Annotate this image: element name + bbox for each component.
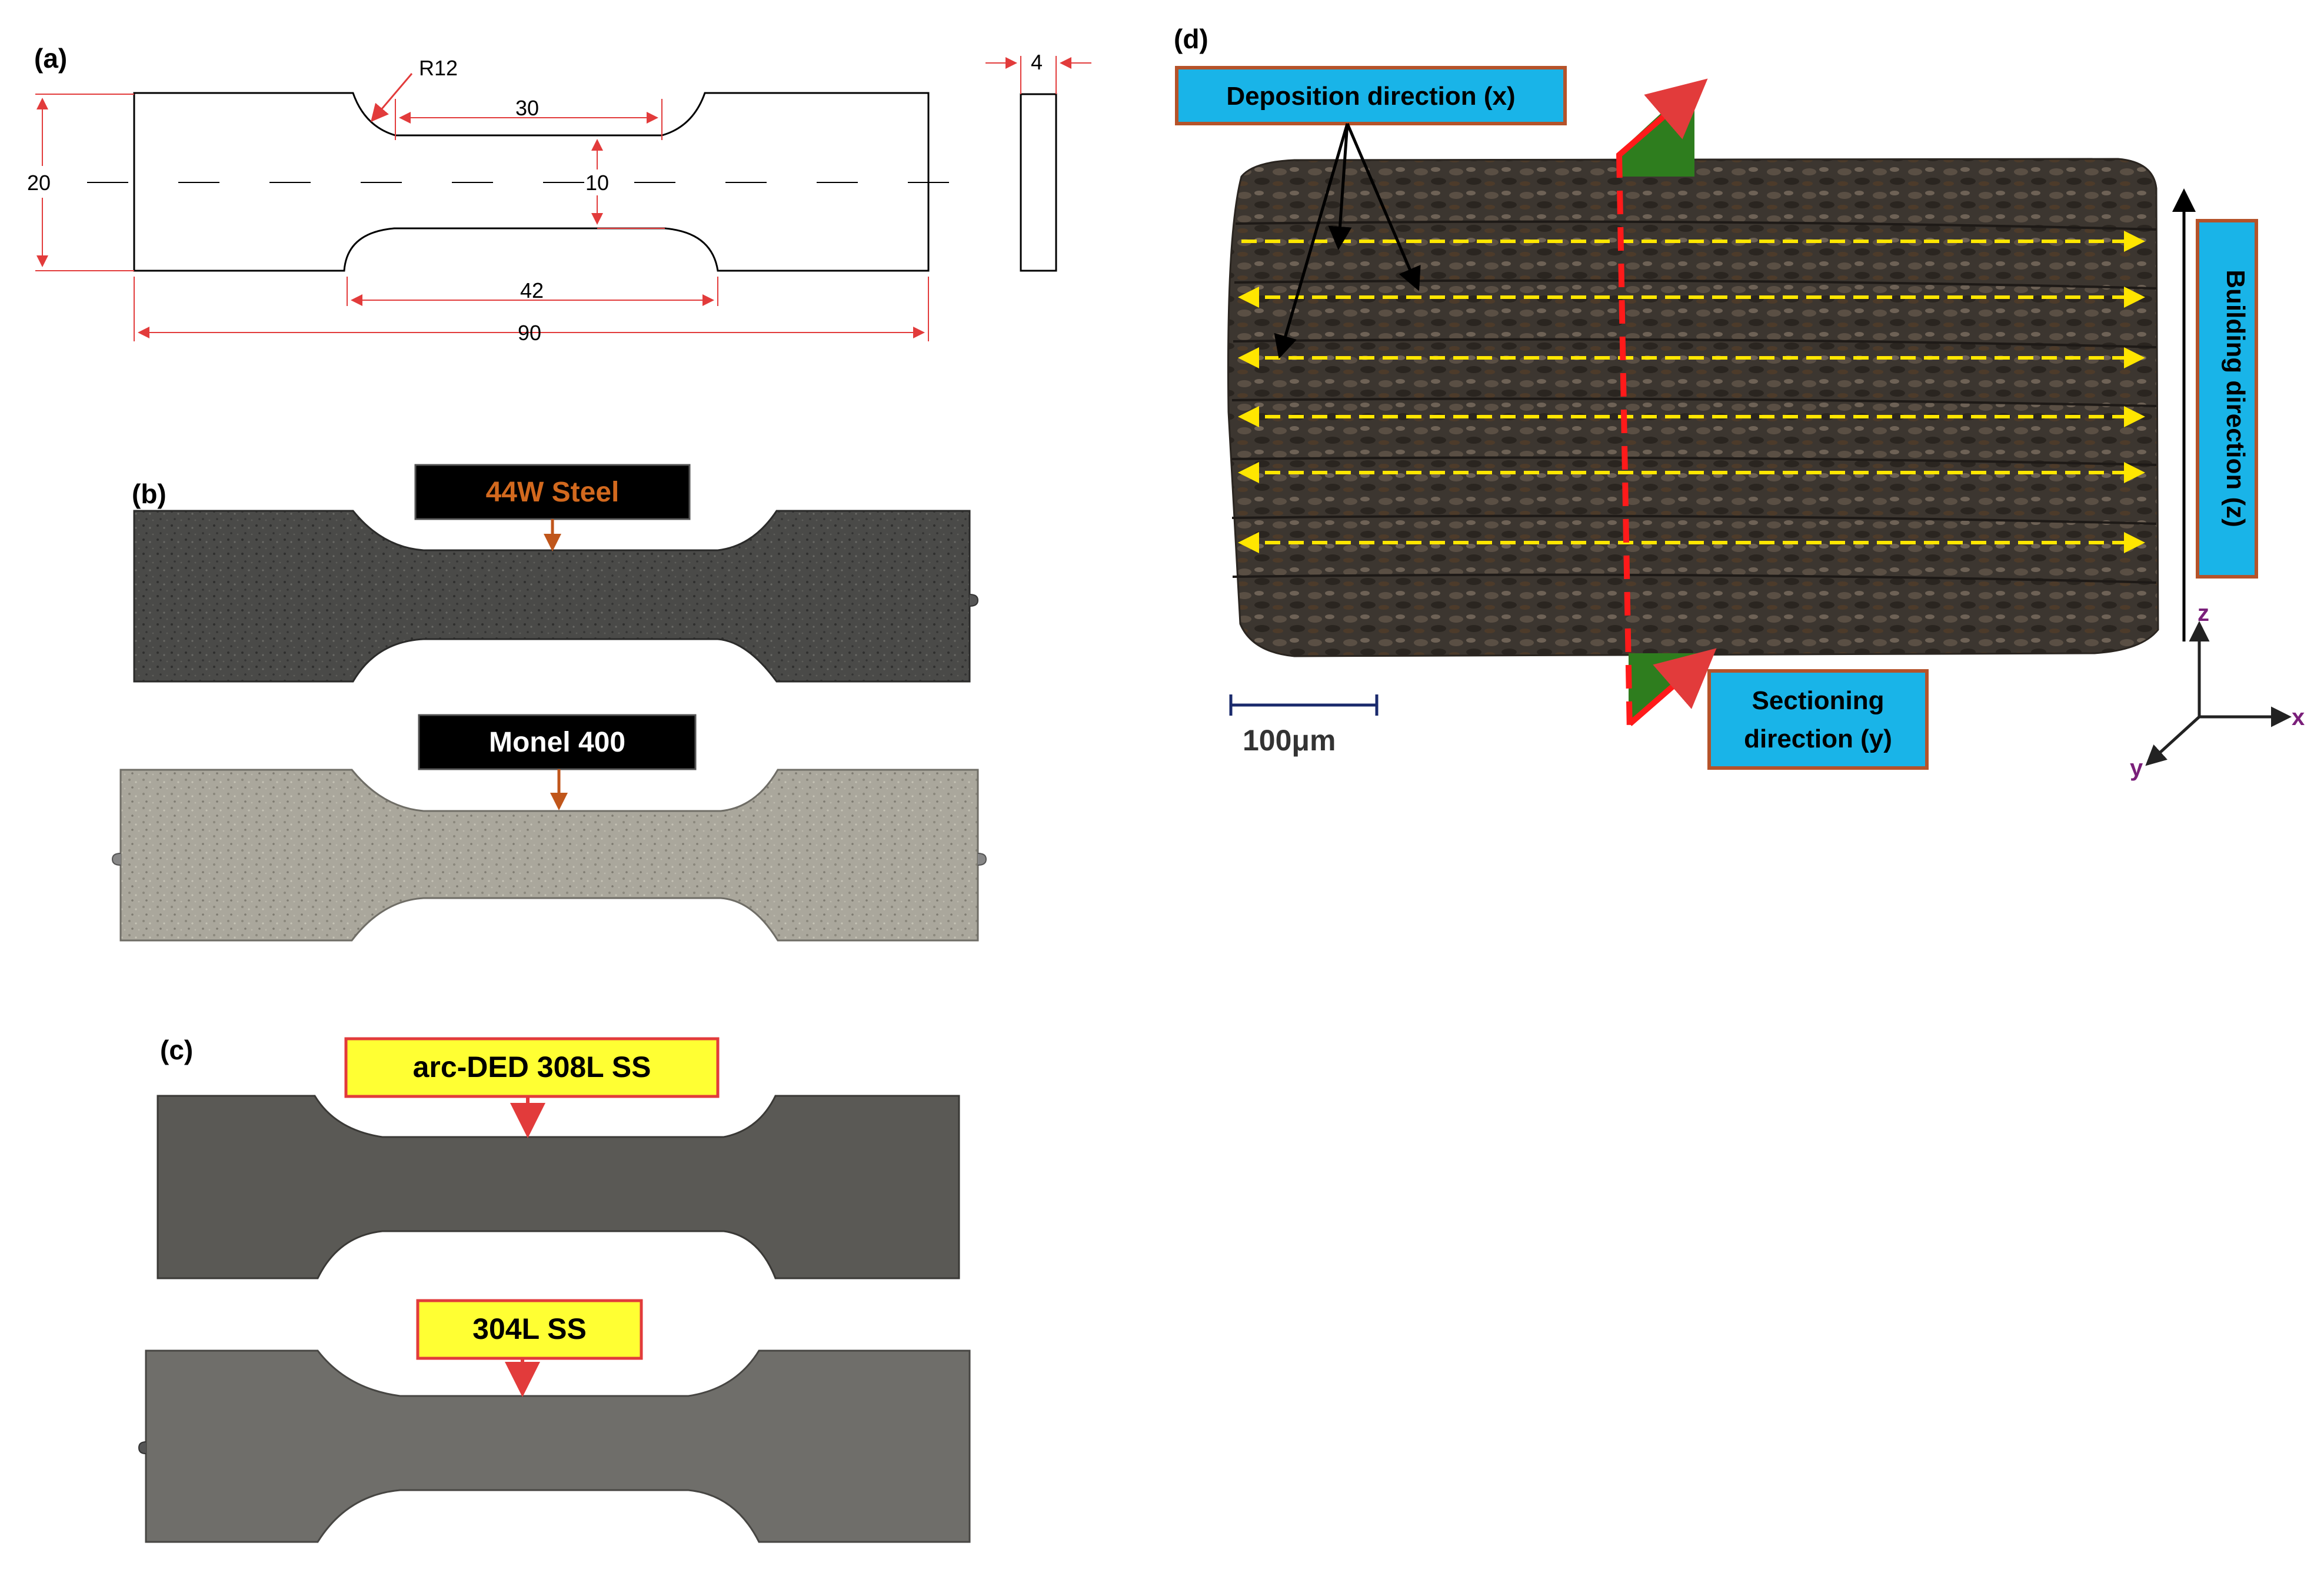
tag-44w-steel: 44W Steel [486,477,620,508]
dim-90: 90 [518,321,541,345]
steel-tab [969,594,979,607]
sectioning-label-2: direction (y) [1744,724,1892,753]
axis-x-label: x [2292,704,2305,730]
sectioning-label-box [1707,669,1929,770]
deposition-leader-lines [1274,123,1421,359]
weld-bead-layers [1231,220,2157,584]
dim-30: 30 [515,96,539,120]
building-label-box [2196,219,2258,579]
panel-d-label: (d) [1174,24,1208,54]
axis-y-label: y [2130,755,2143,781]
dim-10: 10 [585,171,609,195]
tag-304l-box [416,1299,643,1360]
monel-tab-right [977,853,987,866]
deposition-label-box [1175,66,1567,125]
panel-b-label: (b) [132,478,167,509]
side-view [1020,93,1057,272]
tag-308l-box [344,1037,720,1098]
dim-r12: R12 [419,56,458,80]
specimen-304l [145,1349,971,1543]
panel-a-label: (a) [34,43,67,74]
axis-z-label: z [2198,600,2209,626]
building-label: Building direction (z) [2221,270,2250,527]
r12-leader [371,73,413,122]
panel-d: (d) Deposition direction ( [1174,24,2305,781]
panel-b: (b) 44W Steel Monel 400 [111,464,987,942]
panel-c: (c) arc-DED 308L SS 304L SS [138,1035,971,1543]
scale-bar-label: 100μm [1243,724,1336,757]
section-arrow-bottom [1627,648,1717,726]
deposition-label: Deposition direction (x) [1226,82,1515,111]
deposited-wall [1227,158,2159,657]
dim-4: 4 [1031,50,1043,74]
specimen-monel-400 [119,769,979,942]
specimen-arc-ded-308l [157,1095,960,1279]
section-arrow-top [1616,78,1708,158]
tag-308l: arc-DED 308L SS [413,1051,651,1083]
specimen-44w-steel [133,510,971,683]
deposition-path-arrows [1238,231,2145,553]
sectioning-label-1: Sectioning [1752,686,1884,715]
dim-20: 20 [27,171,51,195]
specimen-outline-drawing [133,92,930,272]
tag-304l: 304L SS [472,1312,587,1345]
tag-monel-400-box [418,714,697,770]
tag-44w-steel-box [414,464,691,520]
axis-y-arrow [2145,716,2200,766]
tag-monel-400: Monel 400 [489,727,625,758]
dim-42: 42 [520,278,544,303]
section-line [1616,154,1633,733]
monel-tab-left [111,853,121,866]
panel-a: (a) R12 30 20 10 42 90 [27,43,1091,345]
panel-c-label: (c) [160,1035,193,1065]
ss304-tab [138,1441,147,1454]
